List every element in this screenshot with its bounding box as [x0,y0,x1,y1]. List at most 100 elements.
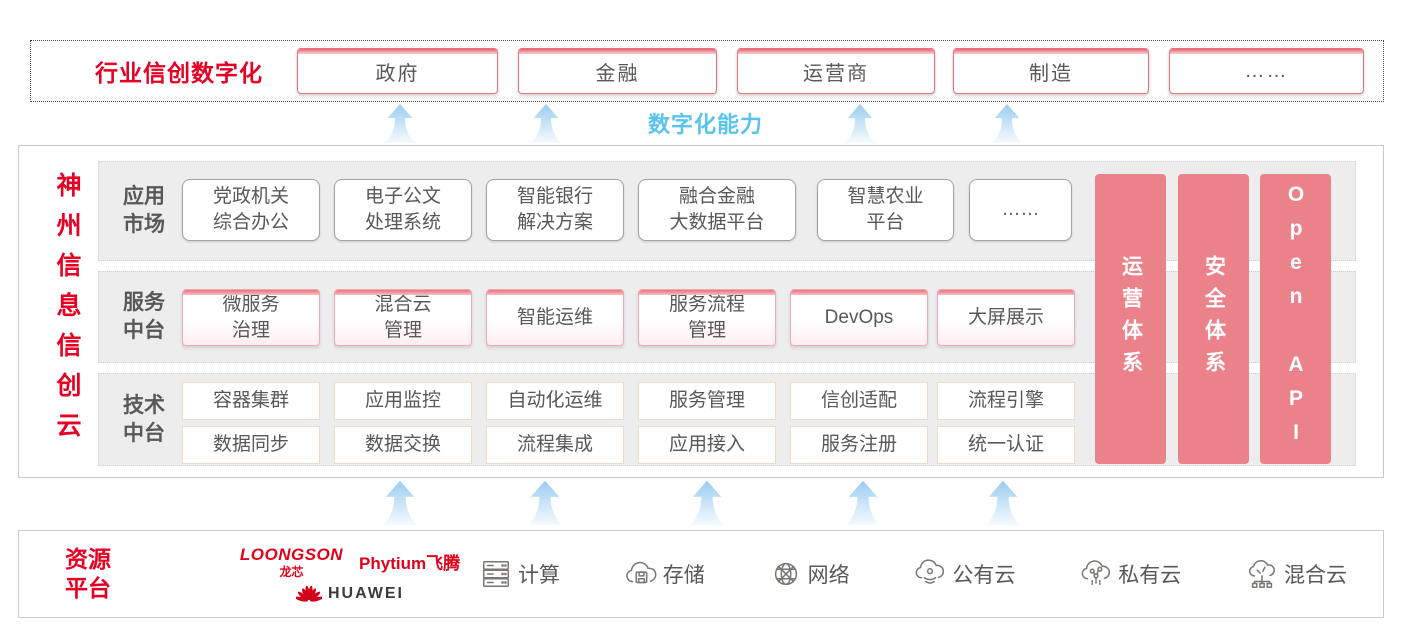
service-card: 服务流程管理 [638,289,776,346]
loongson-wordmark: LOONGSON [239,544,344,564]
tech-card: 数据交换 [334,426,472,464]
card-text: 应用接入 [668,434,745,455]
industry-label: 政府 [375,62,420,85]
hybrid-cloud-icon [1248,559,1275,588]
tech-platform-row: 技术 中台 容器集群 应用监控 自动化运维 服务管理 信创适配 流程引擎 数据同… [98,373,1356,466]
service-platform-row: 服务 中台 微服务治理 混合云管理 智能运维 服务流程管理 DevOps 大屏展… [98,271,1356,363]
up-arrow-icon [992,104,1022,143]
card-text: 党政机关 [212,186,289,207]
tech-card: 应用接入 [638,426,776,464]
service-card: 智能运维 [486,289,624,346]
card-text: 智能银行 [516,186,593,207]
tech-card: 自动化运维 [486,382,624,420]
up-arrow-icon [527,480,563,526]
row-label-line: 服务 [123,291,165,314]
card-text: 数据交换 [364,434,441,455]
tech-card: 信创适配 [790,382,928,420]
card-text: 智慧农业 [847,186,924,207]
pillar-security: 安全体系 [1178,174,1249,464]
up-arrow-icon [985,480,1021,526]
industry-banner: 行业信创数字化 政府 金融 运营商 制造 …… [30,40,1384,102]
card-text: 自动化运维 [507,390,603,411]
industry-label: 制造 [1029,62,1073,85]
app-card: 融合金融大数据平台 [638,179,796,241]
up-arrow-icon [382,480,418,526]
app-card: 党政机关综合办公 [182,179,320,241]
huawei-flower-icon [296,585,322,602]
industry-box-manufacturing: 制造 [953,48,1149,94]
resource-panel: 资源 平台 LOONGSON 龙芯 Phytium飞腾 [18,530,1384,618]
private-cloud-icon [1081,560,1111,586]
tech-platform-label: 技术 中台 [113,392,175,448]
card-text: 服务管理 [668,390,745,411]
card-text: 融合金融 [678,186,755,207]
resource-item-network: 网络 [769,557,850,591]
resource-item-label: 公有云 [952,564,1016,587]
app-market-label: 应用 市场 [113,183,175,239]
row-label-line: 技术 [123,393,165,417]
card-text: 智能运维 [516,306,593,328]
resource-item-compute: 计算 [479,557,560,591]
industry-label: 运营商 [803,62,869,85]
network-globe-icon [774,562,797,586]
service-card: DevOps [790,289,928,346]
card-text: DevOps [824,306,894,328]
card-text: 流程引擎 [967,390,1044,411]
industry-label: …… [1244,59,1289,82]
service-card: 混合云管理 [334,289,472,346]
card-text: 服务注册 [820,434,897,455]
row-label-line: 应用 [123,185,165,208]
resource-item-label: 存储 [662,564,705,587]
service-platform-label: 服务 中台 [113,289,175,345]
card-text: 大屏展示 [967,306,1044,328]
platform-panel: 神州信息信创云 应用 市场 党政机关综合办公 电子公文处理系统 智能银行解决方案… [18,145,1384,478]
resource-item-label: 私有云 [1118,564,1182,587]
platform-vertical-title: 神州信息信创云 [53,172,81,452]
resource-item-private-cloud: 私有云 [1079,557,1181,591]
pillar-operations: 运营体系 [1095,174,1166,464]
resource-title-line: 资源 [65,546,111,572]
card-text: 微服务 [222,293,280,315]
app-card: 电子公文处理系统 [334,179,472,241]
card-text: 数据同步 [212,434,289,455]
app-market-row: 应用 市场 党政机关综合办公 电子公文处理系统 智能银行解决方案 融合金融大数据… [98,161,1356,261]
storage-cloud-icon [625,561,657,584]
tech-card: 容器集群 [182,382,320,420]
huawei-logo: HUAWEI [296,584,404,604]
industry-box-more: …… [1169,48,1364,94]
card-text: 混合云 [374,293,432,315]
resource-item-label: 网络 [807,564,850,587]
public-cloud-icon [915,559,945,584]
vendor-row: LOONGSON 龙芯 Phytium飞腾 [240,545,460,580]
card-text: 综合办公 [212,212,289,233]
tech-card: 统一认证 [937,426,1075,464]
digital-capability-label: 数字化能力 [647,112,763,137]
card-text: 信创适配 [820,390,897,411]
vendor-logos: LOONGSON 龙芯 Phytium飞腾 [215,539,485,609]
app-card: 智慧农业平台 [817,179,954,241]
up-arrow-icon [845,104,875,143]
app-card-more: …… [969,179,1072,241]
huawei-wordmark: HUAWEI [328,584,404,602]
resource-item-storage: 存储 [624,557,705,591]
resource-panel-title: 资源 平台 [65,545,111,603]
tech-card: 流程集成 [486,426,624,464]
pillar-open-api: Open API [1260,174,1331,464]
card-text: 统一认证 [967,434,1044,455]
tech-card: 服务注册 [790,426,928,464]
card-text: 平台 [866,212,905,233]
industry-banner-title: 行业信创数字化 [95,60,263,86]
card-text: 服务流程 [668,293,745,315]
row-label-line: 市场 [123,213,165,236]
industry-box-operator: 运营商 [737,48,935,94]
up-arrow-icon [385,104,415,143]
tech-card: 数据同步 [182,426,320,464]
resource-item-hybrid-cloud: 混合云 [1245,557,1347,591]
service-card: 大屏展示 [937,289,1075,346]
loongson-logo: LOONGSON 龙芯 [240,545,343,580]
resource-item-public-cloud: 公有云 [913,557,1015,591]
card-text: 管理 [687,319,726,341]
card-text: 解决方案 [516,212,593,233]
compute-server-icon [482,560,510,588]
resource-item-label: 混合云 [1283,564,1347,587]
